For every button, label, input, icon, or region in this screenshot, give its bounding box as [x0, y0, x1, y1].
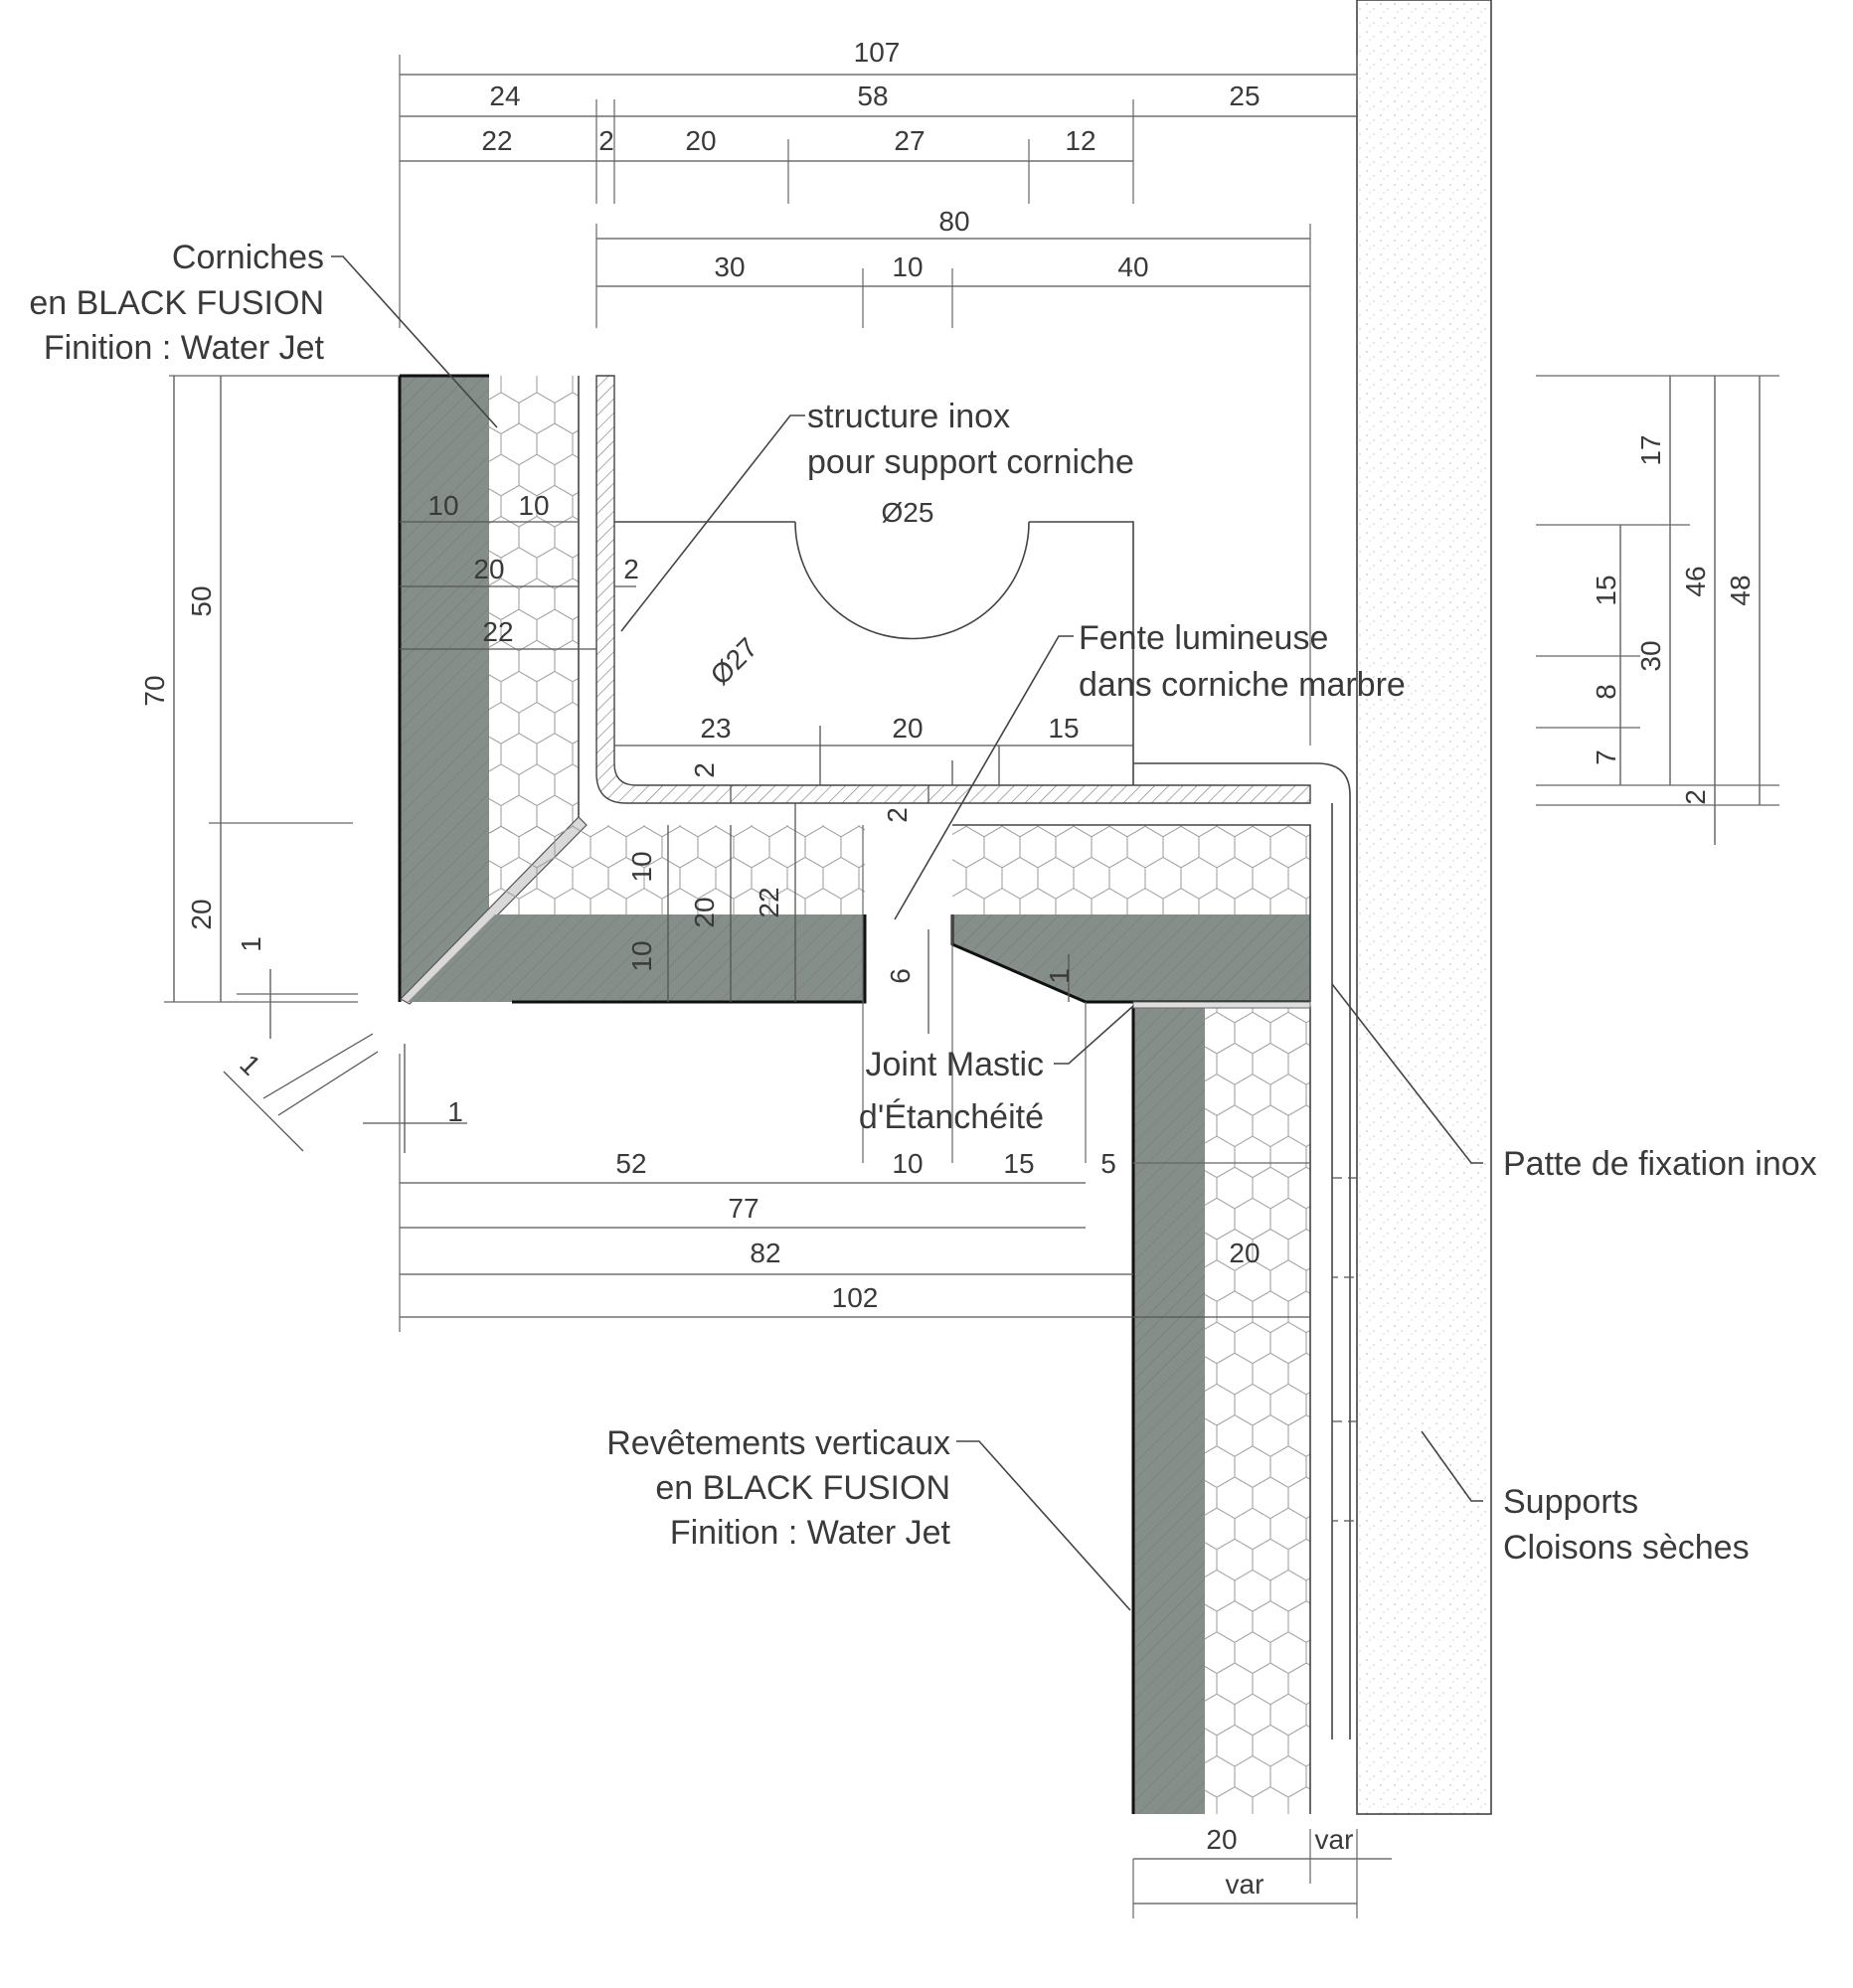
dim-48-right: 48: [1725, 575, 1756, 605]
vertical-cladding: [1131, 1001, 1311, 1814]
dim-22-slab: 22: [754, 887, 784, 917]
label-joint-line1: Joint Mastic: [866, 1046, 1045, 1083]
label-patte: Patte de fixation inox: [1503, 1145, 1817, 1183]
dim-diameter-25: Ø25: [882, 497, 934, 528]
label-supports-line1: Supports: [1503, 1483, 1638, 1521]
leader-lines: [331, 255, 1483, 1611]
dim-12-top: 12: [1065, 125, 1095, 156]
label-supports-line2: Cloisons sèches: [1503, 1529, 1750, 1567]
dim-20-top: 20: [685, 125, 716, 156]
dim-1-left-b: 1: [234, 1049, 266, 1081]
dim-17-right: 17: [1635, 434, 1666, 465]
label-corniches-line3: Finition : Water Jet: [44, 329, 325, 367]
dim-20-slab: 20: [689, 897, 720, 927]
label-corniches-line2: en BLACK FUSION: [29, 284, 324, 322]
dim-20-foot: 20: [1206, 1824, 1237, 1855]
dim-25: 25: [1229, 81, 1260, 111]
dim-1-left-c: 1: [447, 1096, 463, 1127]
dim-82: 82: [750, 1238, 780, 1268]
dim-2-inner: 2: [623, 554, 639, 584]
dim-58: 58: [857, 81, 888, 111]
dim-30-right: 30: [1635, 640, 1666, 671]
dim-2-tray-b: 2: [882, 807, 913, 823]
dim-50-left: 50: [186, 585, 217, 616]
dim-27-top: 27: [894, 125, 925, 156]
label-structure-line2: pour support corniche: [807, 443, 1134, 481]
label-revetements-line3: Finition : Water Jet: [670, 1514, 951, 1552]
dimension-lines: [164, 55, 1779, 1918]
label-joint: Joint Mastic d'Étanchéité: [859, 1046, 1044, 1136]
dim-15-tray: 15: [1048, 713, 1079, 744]
drywall-support: [1356, 0, 1492, 1815]
dim-1-slab: 1: [1044, 968, 1075, 984]
dim-8-right: 8: [1591, 684, 1621, 700]
dim-107: 107: [854, 37, 901, 68]
dim-23-tray: 23: [700, 713, 731, 744]
dim-2-top: 2: [598, 125, 614, 156]
label-fente-line1: Fente lumineuse: [1079, 619, 1328, 657]
dim-20-lower: 20: [1229, 1238, 1260, 1268]
label-revetements-line2: en BLACK FUSION: [655, 1469, 950, 1507]
dim-5-lower: 5: [1100, 1148, 1116, 1179]
dim-10-inner-a: 10: [427, 490, 458, 521]
dim-15-lower: 15: [1003, 1148, 1034, 1179]
label-structure-line1: structure inox: [807, 398, 1010, 435]
dim-80: 80: [938, 206, 969, 237]
dim-2-right: 2: [1680, 789, 1711, 805]
dimension-texts: 107 24 58 25 22 2 20 27 12 80 30 10 40 1…: [139, 37, 1756, 1900]
dim-var-foot-a: var: [1315, 1824, 1354, 1855]
dim-20-inner: 20: [473, 554, 504, 584]
dim-var-foot-b: var: [1226, 1869, 1264, 1900]
dim-6-slab: 6: [885, 968, 916, 984]
dim-22-top: 22: [481, 125, 512, 156]
dim-30-span: 30: [714, 251, 745, 282]
dim-10-lower: 10: [892, 1148, 923, 1179]
dim-46-right: 46: [1680, 566, 1711, 596]
label-fente: Fente lumineuse dans corniche marbre: [1079, 619, 1406, 704]
label-structure: structure inox pour support corniche: [807, 398, 1134, 481]
stainless-structure: [595, 375, 1358, 1740]
dim-diameter-27: Ø27: [705, 632, 763, 691]
label-revetements-line1: Revêtements verticaux: [606, 1424, 950, 1462]
dim-10-slab-b: 10: [626, 940, 657, 971]
label-corniches-line1: Corniches: [172, 239, 324, 276]
dim-102: 102: [832, 1282, 879, 1313]
dim-7-right: 7: [1591, 749, 1621, 765]
dim-10-slab-a: 10: [626, 851, 657, 882]
dim-24: 24: [489, 81, 520, 111]
label-joint-line2: d'Étanchéité: [859, 1098, 1044, 1136]
cornice-black-fusion: [398, 374, 1311, 1005]
dim-10-span: 10: [892, 251, 923, 282]
dim-22-inner: 22: [482, 616, 513, 647]
dim-10-inner-b: 10: [518, 490, 549, 521]
dim-40-span: 40: [1117, 251, 1148, 282]
dim-1-left-a: 1: [236, 936, 266, 952]
dim-20-tray: 20: [892, 713, 923, 744]
label-supports: Supports Cloisons sèches: [1503, 1483, 1750, 1567]
label-fente-line2: dans corniche marbre: [1079, 666, 1406, 704]
dim-77: 77: [728, 1193, 758, 1224]
dim-2-tray-a: 2: [689, 762, 720, 778]
dim-70-left: 70: [139, 675, 170, 706]
dim-15-right: 15: [1591, 575, 1621, 605]
dim-20-left: 20: [186, 899, 217, 929]
dim-52: 52: [615, 1148, 646, 1179]
label-revetements: Revêtements verticaux en BLACK FUSION Fi…: [606, 1424, 950, 1552]
label-corniches: Corniches en BLACK FUSION Finition : Wat…: [29, 239, 324, 367]
